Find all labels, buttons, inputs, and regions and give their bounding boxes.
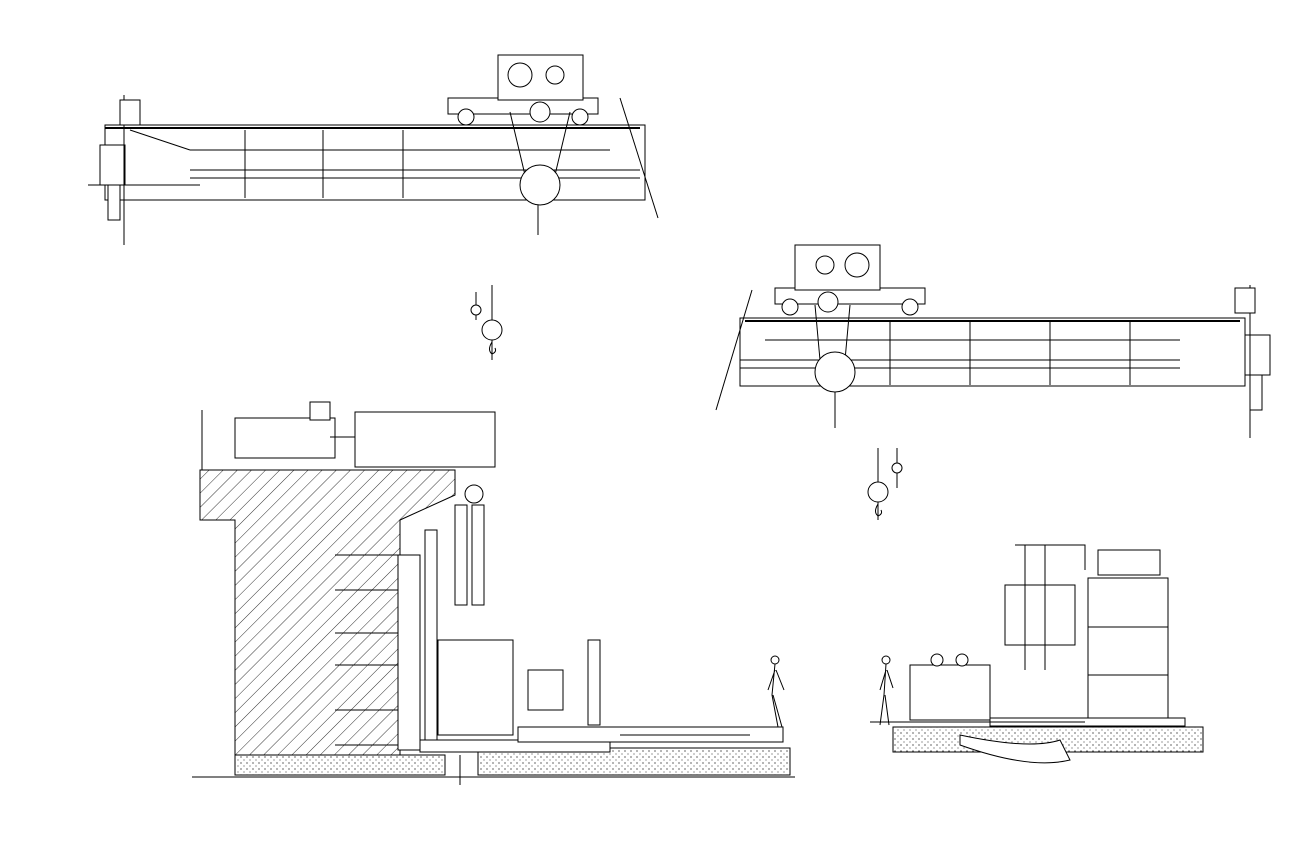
wheel: [571, 108, 589, 126]
spindle: [454, 504, 468, 606]
human-figure: [879, 655, 894, 726]
end-carriage: [99, 144, 126, 186]
wheel: [457, 108, 475, 126]
human-figure: [767, 655, 785, 728]
motor: [1097, 549, 1161, 576]
roll-stand: [437, 639, 514, 736]
end-carriage: [1244, 334, 1271, 376]
spindle: [471, 504, 485, 606]
ground: [234, 754, 446, 776]
wheel: [781, 298, 799, 316]
motor: [234, 417, 336, 459]
crane-elevation-right: [715, 244, 1271, 438]
gearbox: [354, 411, 496, 468]
machine-section-right: [870, 544, 1204, 764]
crane-elevation-left: [88, 54, 659, 245]
wheel: [901, 298, 919, 316]
hook-block: [814, 351, 856, 393]
hook-detail-right: [867, 448, 903, 520]
roll-stand: [909, 664, 991, 721]
machine-section-left: [192, 401, 795, 785]
gearbox: [1004, 584, 1076, 646]
hook-detail-left: [470, 285, 503, 360]
hook-block: [519, 164, 561, 206]
housing: [1087, 577, 1169, 719]
